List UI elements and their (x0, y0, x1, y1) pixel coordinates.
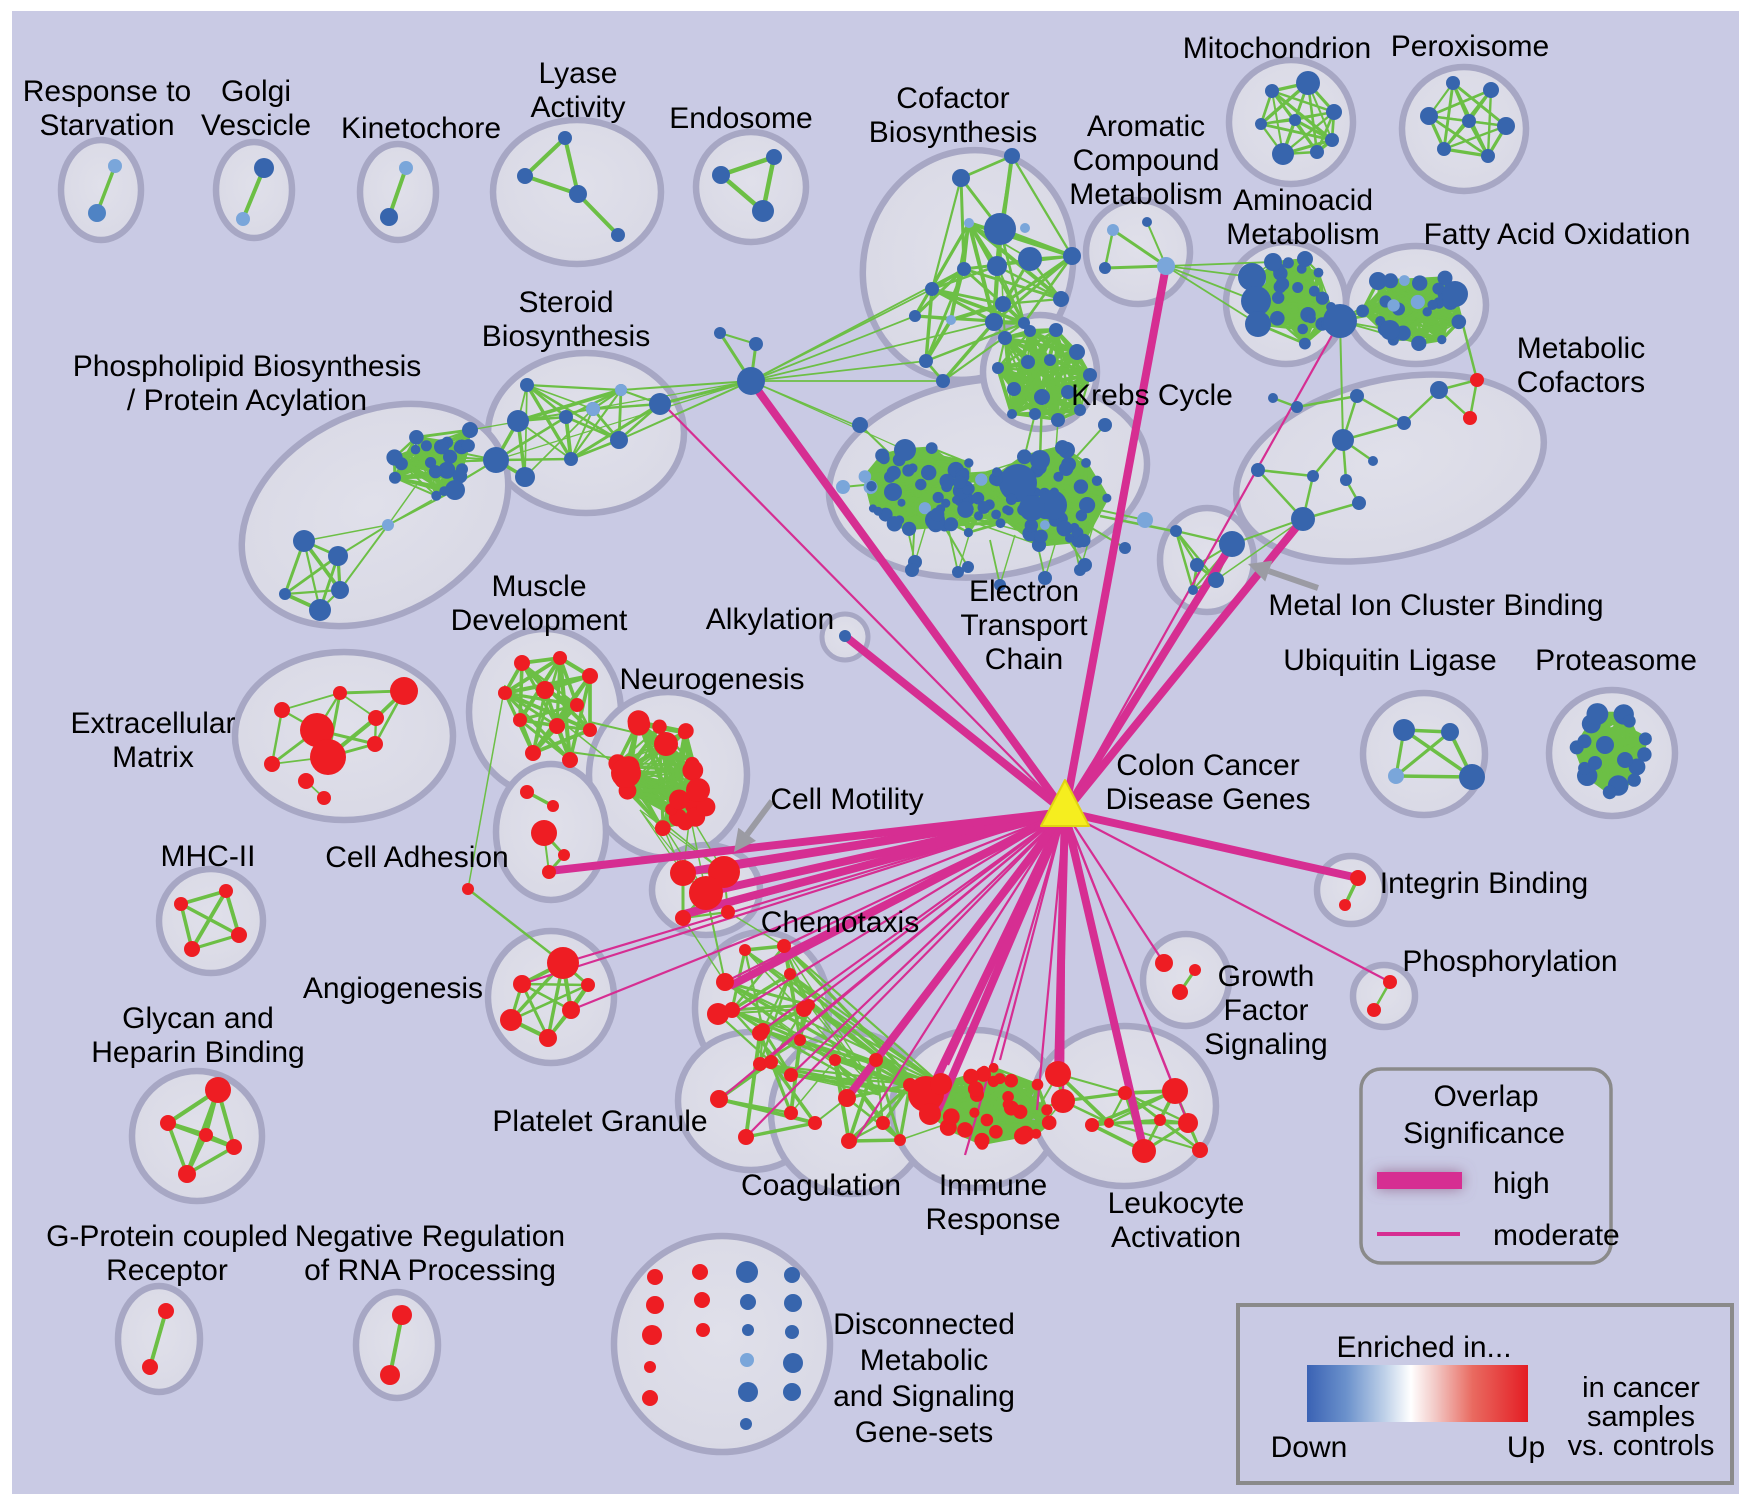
svg-text:Platelet Granule: Platelet Granule (492, 1105, 707, 1138)
svg-text:Transport: Transport (960, 609, 1088, 642)
svg-text:/ Protein Acylation: / Protein Acylation (127, 384, 367, 417)
svg-text:Vescicle: Vescicle (201, 109, 311, 142)
svg-text:Significance: Significance (1403, 1117, 1565, 1150)
svg-text:Krebs Cycle: Krebs Cycle (1071, 379, 1233, 412)
svg-text:Neurogenesis: Neurogenesis (619, 663, 804, 696)
svg-text:Immune: Immune (939, 1169, 1047, 1202)
svg-text:Cofactors: Cofactors (1517, 366, 1645, 399)
svg-text:Signaling: Signaling (1204, 1028, 1327, 1061)
svg-text:Aromatic: Aromatic (1087, 110, 1205, 143)
svg-text:Coagulation: Coagulation (741, 1169, 901, 1202)
svg-text:Cell Motility: Cell Motility (770, 783, 923, 816)
svg-text:Disconnected: Disconnected (833, 1308, 1015, 1341)
svg-text:Integrin Binding: Integrin Binding (1380, 867, 1588, 900)
svg-text:Glycan and: Glycan and (122, 1002, 274, 1035)
svg-text:Metabolic: Metabolic (860, 1344, 988, 1377)
svg-text:Lyase: Lyase (539, 57, 618, 90)
svg-text:moderate: moderate (1493, 1219, 1620, 1252)
svg-text:Response: Response (925, 1203, 1060, 1236)
svg-text:Metal Ion Cluster Binding: Metal Ion Cluster Binding (1268, 589, 1603, 622)
svg-text:Colon Cancer: Colon Cancer (1116, 749, 1299, 782)
svg-text:of RNA Processing: of RNA Processing (304, 1254, 556, 1287)
svg-text:Heparin Binding: Heparin Binding (91, 1036, 304, 1069)
svg-text:and Signaling: and Signaling (833, 1380, 1015, 1413)
svg-text:MHC-II: MHC-II (161, 840, 256, 873)
svg-text:Alkylation: Alkylation (706, 603, 834, 636)
svg-text:Development: Development (451, 604, 628, 637)
svg-text:Receptor: Receptor (106, 1254, 228, 1287)
svg-text:Up: Up (1507, 1431, 1545, 1464)
svg-text:Peroxisome: Peroxisome (1391, 30, 1549, 63)
svg-text:Angiogenesis: Angiogenesis (303, 972, 483, 1005)
svg-text:Enriched in...: Enriched in... (1336, 1331, 1511, 1364)
svg-text:Ubiquitin Ligase: Ubiquitin Ligase (1283, 644, 1496, 677)
svg-text:Extracellular: Extracellular (70, 707, 235, 740)
svg-text:Cell Adhesion: Cell Adhesion (325, 841, 508, 874)
svg-text:Fatty Acid Oxidation: Fatty Acid Oxidation (1424, 218, 1691, 251)
svg-text:Activation: Activation (1111, 1221, 1241, 1254)
svg-text:Aminoacid: Aminoacid (1233, 184, 1373, 217)
svg-text:in cancer: in cancer (1582, 1372, 1700, 1404)
svg-text:Factor: Factor (1223, 994, 1308, 1027)
svg-text:high: high (1493, 1167, 1550, 1200)
svg-text:Steroid: Steroid (518, 286, 613, 319)
svg-text:Matrix: Matrix (112, 741, 194, 774)
svg-text:Activity: Activity (530, 91, 625, 124)
svg-text:Muscle: Muscle (491, 570, 586, 603)
svg-text:Down: Down (1271, 1431, 1348, 1464)
svg-text:G-Protein coupled: G-Protein coupled (46, 1220, 288, 1253)
svg-text:Metabolic: Metabolic (1517, 332, 1645, 365)
svg-text:Response to: Response to (23, 75, 191, 108)
svg-text:Cofactor: Cofactor (896, 82, 1009, 115)
svg-text:Endosome: Endosome (669, 102, 812, 135)
svg-text:Phospholipid Biosynthesis: Phospholipid Biosynthesis (73, 350, 422, 383)
svg-text:Compound: Compound (1073, 144, 1220, 177)
svg-text:Starvation: Starvation (39, 109, 174, 142)
svg-text:Metabolism: Metabolism (1226, 218, 1379, 251)
svg-text:Mitochondrion: Mitochondrion (1183, 32, 1371, 65)
svg-text:Negative Regulation: Negative Regulation (295, 1220, 565, 1253)
svg-text:Biosynthesis: Biosynthesis (482, 320, 650, 353)
svg-text:Gene-sets: Gene-sets (855, 1416, 993, 1449)
svg-text:vs. controls: vs. controls (1568, 1430, 1715, 1462)
svg-text:Leukocyte: Leukocyte (1108, 1187, 1245, 1220)
svg-text:Chain: Chain (985, 643, 1063, 676)
svg-text:Electron: Electron (969, 575, 1079, 608)
svg-text:samples: samples (1587, 1401, 1695, 1433)
svg-text:Overlap: Overlap (1433, 1080, 1538, 1113)
svg-text:Golgi: Golgi (221, 75, 291, 108)
svg-text:Metabolism: Metabolism (1069, 178, 1222, 211)
svg-text:Phosphorylation: Phosphorylation (1402, 945, 1617, 978)
svg-text:Biosynthesis: Biosynthesis (869, 116, 1037, 149)
svg-text:Proteasome: Proteasome (1535, 644, 1697, 677)
svg-text:Chemotaxis: Chemotaxis (761, 906, 919, 939)
svg-text:Disease Genes: Disease Genes (1105, 783, 1310, 816)
svg-text:Growth: Growth (1218, 960, 1315, 993)
svg-text:Kinetochore: Kinetochore (341, 112, 501, 145)
